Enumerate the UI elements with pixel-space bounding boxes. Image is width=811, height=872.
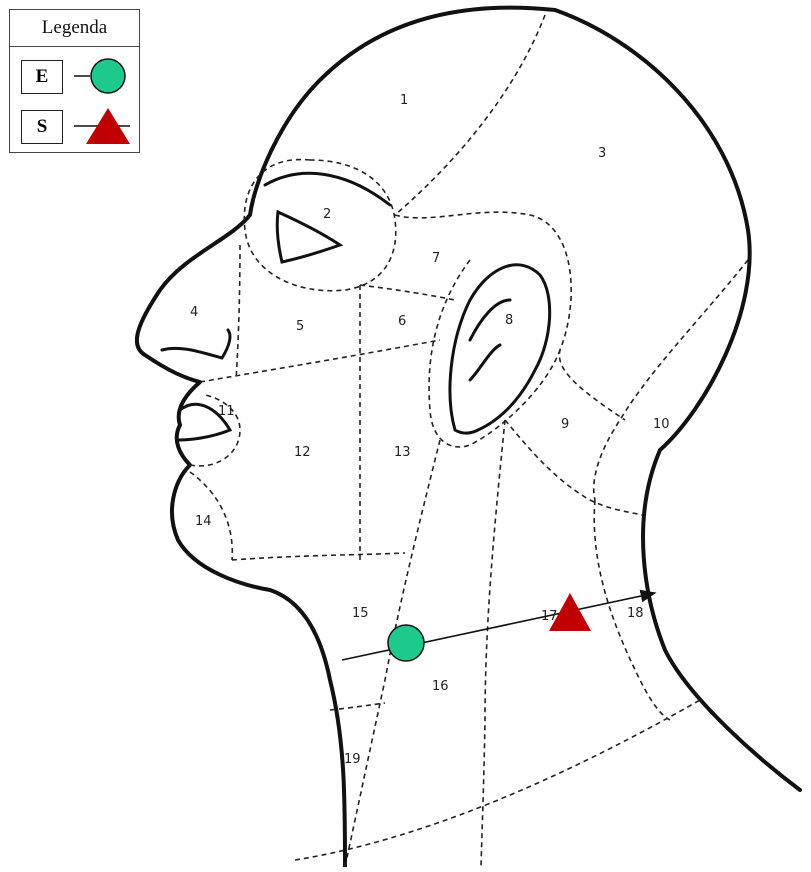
head-outline xyxy=(137,8,800,867)
zone-label: 4 xyxy=(190,305,198,320)
nostril-line xyxy=(162,330,230,358)
entry-marker xyxy=(388,625,424,661)
zone-label: 3 xyxy=(598,146,606,161)
zone-label: 10 xyxy=(653,417,670,432)
zone-label: 16 xyxy=(432,679,449,694)
zone-label: 8 xyxy=(505,313,513,328)
zone-label: 18 xyxy=(627,606,644,621)
zone-label: 19 xyxy=(344,752,361,767)
legend: Legenda E S xyxy=(9,9,140,153)
zone-label: 9 xyxy=(561,417,569,432)
legend-markers xyxy=(10,46,139,152)
zone-label: 1 xyxy=(400,93,408,108)
legend-circle-icon xyxy=(91,59,125,93)
zone-label: 13 xyxy=(394,445,411,460)
zone-label: 15 xyxy=(352,606,369,621)
zone-label: 5 xyxy=(296,319,304,334)
zone-label: 14 xyxy=(195,514,212,529)
zone-label: 7 xyxy=(432,251,440,266)
zone-label: 2 xyxy=(323,207,331,222)
zone-label: 11 xyxy=(218,404,235,419)
zone-label: 12 xyxy=(294,445,311,460)
ear xyxy=(450,265,550,433)
zone-labels: 1 2 3 4 5 6 7 8 9 10 11 12 13 14 15 16 1… xyxy=(190,93,670,767)
legend-title: Legenda xyxy=(10,10,139,47)
zone-label: 6 xyxy=(398,314,406,329)
